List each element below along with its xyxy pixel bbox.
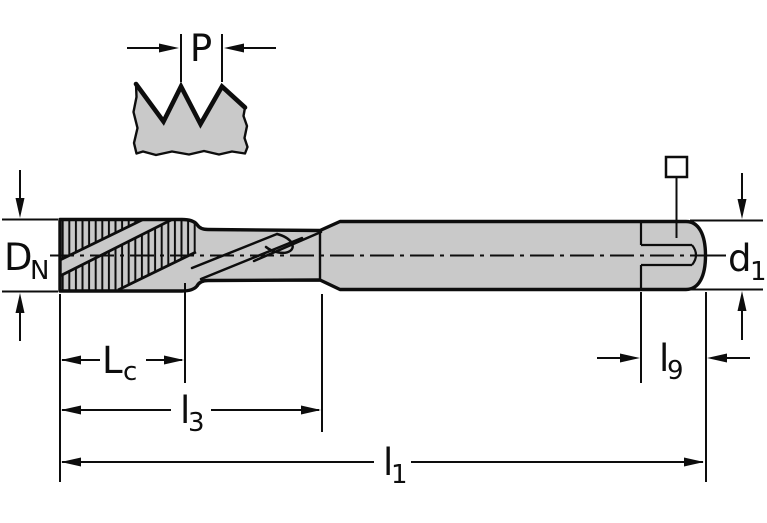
d1-arrows xyxy=(737,173,747,340)
flute-runout-curve xyxy=(264,232,294,255)
thread-profile-crest-outline xyxy=(133,81,248,129)
pitch-label: P xyxy=(190,27,212,70)
tap-body xyxy=(50,217,726,293)
d1-extension-lines xyxy=(690,219,763,291)
lc-dimension-line xyxy=(61,355,184,365)
pitch-extension-lines xyxy=(180,34,223,82)
l9-dimension-arrows xyxy=(597,353,750,363)
bottom-extension-lines xyxy=(59,283,707,482)
thread-profile-detail: P xyxy=(127,27,276,157)
nominal-diameter-label: DN xyxy=(4,236,49,286)
square-drive-callout xyxy=(664,155,689,238)
dimension-thread-length: l3 xyxy=(61,389,321,438)
l1-dimension-line xyxy=(61,457,704,467)
dn-extension-lines xyxy=(2,218,58,293)
overall-length-label: l1 xyxy=(383,441,408,490)
square-length-label: l9 xyxy=(659,337,684,386)
dimension-square-length: l9 xyxy=(597,337,750,386)
dimension-chamfer-length: Lc xyxy=(61,339,184,387)
l3-dimension-line xyxy=(61,405,321,415)
thread-length-label: l3 xyxy=(180,389,205,438)
dimension-overall-length: l1 xyxy=(61,441,704,490)
shank-diameter-label: d1 xyxy=(728,237,767,287)
square-end-lines xyxy=(639,222,698,288)
dimension-shank-diameter: d1 xyxy=(690,173,767,340)
dimension-nominal-diameter: DN xyxy=(2,170,58,341)
dn-arrows xyxy=(15,170,25,341)
pitch-dimension-arrows xyxy=(127,43,276,53)
square-drive-icon xyxy=(664,155,689,179)
flute-edge-lines xyxy=(60,219,197,291)
chamfer-length-label: Lc xyxy=(102,339,137,387)
